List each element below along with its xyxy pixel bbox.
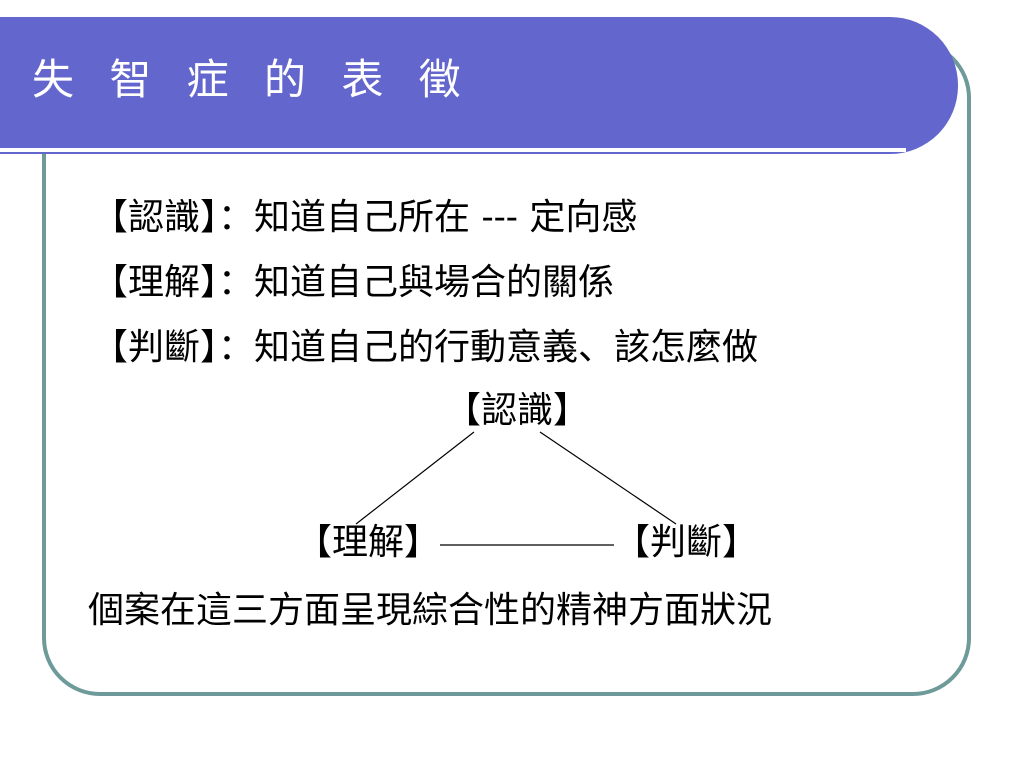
diagram-node-understanding: 【理解】 [296, 522, 441, 563]
title-underline [0, 148, 906, 152]
diagram-node-judgment: 【判斷】 [614, 522, 759, 563]
definition-recognition: 【認識】：知道自己所在 --- 定向感 [92, 197, 638, 238]
diagram-node-recognition: 【認識】 [445, 390, 590, 431]
summary-text: 個案在這三方面呈現綜合性的精神方面狀況 [88, 590, 773, 631]
title-banner: 失 智 症 的 表 徵 [0, 17, 958, 154]
slide-title: 失 智 症 的 表 徵 [32, 55, 472, 104]
definition-understanding: 【理解】：知道自己與場合的關係 [92, 262, 615, 303]
definition-judgment: 【判斷】：知道自己的行動意義、該怎麼做 [92, 327, 759, 368]
